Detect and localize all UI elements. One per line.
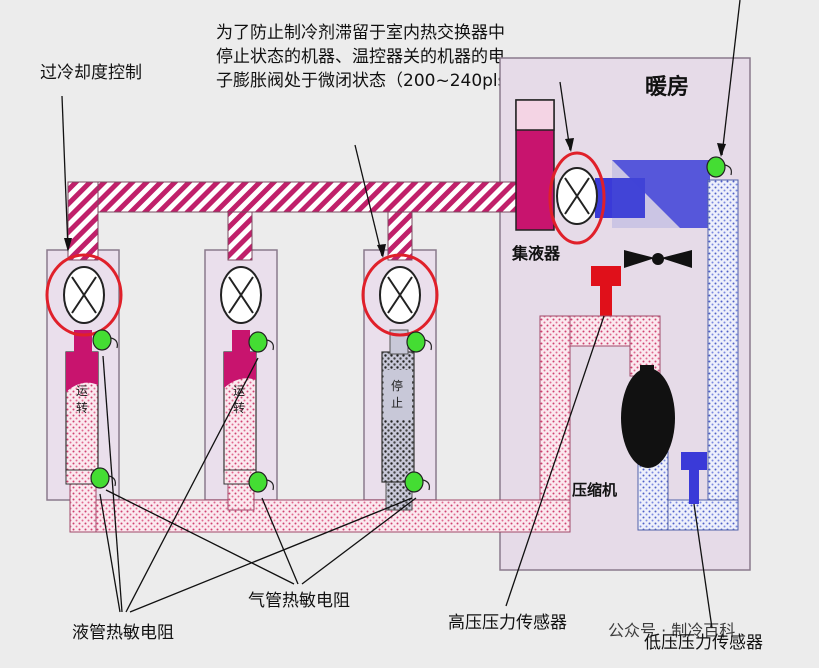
fan-icon (624, 250, 692, 268)
subcool-control-label: 过冷却度控制 (40, 63, 142, 83)
top-note-line-3: 子膨胀阀处于微闭状态（200~240pls）。 (216, 71, 532, 91)
expansion-valve-3 (379, 266, 421, 324)
high-pressure-sensor (591, 266, 621, 316)
top-note-line-2: 停止状态的机器、温控器关的机器的电 (216, 47, 505, 67)
gas-thermistor-label: 气管热敏电阻 (248, 591, 350, 611)
low-pressure-sensor-label: 低压压力传感器 (644, 633, 763, 653)
leader-lines (61, 0, 741, 629)
top-note: 为了防止制冷剂滞留于室内热交换器中 停止状态的机器、温控器关的机器的电 子膨胀阀… (216, 23, 532, 91)
heat-exchanger-wedge (612, 160, 710, 228)
top-note-line-1: 为了防止制冷剂滞留于室内热交换器中 (216, 23, 505, 43)
high-pressure-sensor-label: 高压压力传感器 (448, 613, 567, 633)
discharge-loop (539, 315, 661, 533)
compressor-label: 压缩机 (572, 481, 617, 499)
indoor-unit-1-status-1: 运 (76, 384, 88, 398)
hot-gas-pipe (67, 181, 519, 261)
thermistor-icons (90, 156, 726, 493)
indoor-unit-1-status-2: 转 (76, 400, 88, 415)
expansion-valve-2 (220, 266, 262, 324)
watermark: 公众号 · 制冷百科 (608, 621, 735, 640)
liquid-thermistor-label: 液管热敏电阻 (72, 623, 174, 643)
indoor-unit-2-status-2: 转 (233, 400, 245, 415)
expansion-valve-1 (63, 266, 105, 324)
indoor-unit-3-status-2: 止 (391, 396, 403, 410)
highlight-rings (45, 151, 606, 337)
indoor-unit-3-coil (381, 351, 415, 483)
accumulator-label: 集液器 (511, 244, 561, 263)
indoor-unit-2-coil (223, 351, 257, 485)
low-pressure-sensor (681, 452, 707, 504)
outdoor-expansion-valve (556, 167, 598, 225)
low-pressure-loop (637, 179, 739, 531)
heating-label: 暖房 (645, 74, 689, 100)
compressor (621, 365, 675, 468)
indoor-unit-3-status-1: 停 (391, 378, 403, 393)
indoor-unit-1-coil (65, 351, 99, 485)
